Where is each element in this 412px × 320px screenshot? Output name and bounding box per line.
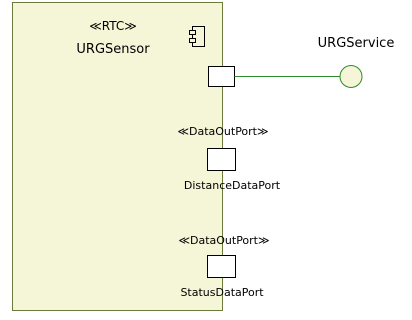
- port-1-stereotype: ≪DataOutPort≫: [177, 125, 268, 138]
- provided-interface-icon[interactable]: [339, 65, 363, 88]
- status-data-port[interactable]: [207, 255, 236, 278]
- component-name: URGSensor: [76, 42, 150, 57]
- service-port[interactable]: [208, 66, 235, 87]
- port-2-stereotype: ≪DataOutPort≫: [178, 234, 269, 247]
- component-box[interactable]: [12, 2, 223, 311]
- port-1-name: DistanceDataPort: [184, 179, 281, 192]
- service-name: URGService: [318, 36, 395, 51]
- component-stereotype: ≪RTC≫: [89, 19, 137, 33]
- distance-data-port[interactable]: [207, 148, 236, 171]
- component-icon: [189, 26, 205, 47]
- port-2-name: StatusDataPort: [180, 286, 264, 299]
